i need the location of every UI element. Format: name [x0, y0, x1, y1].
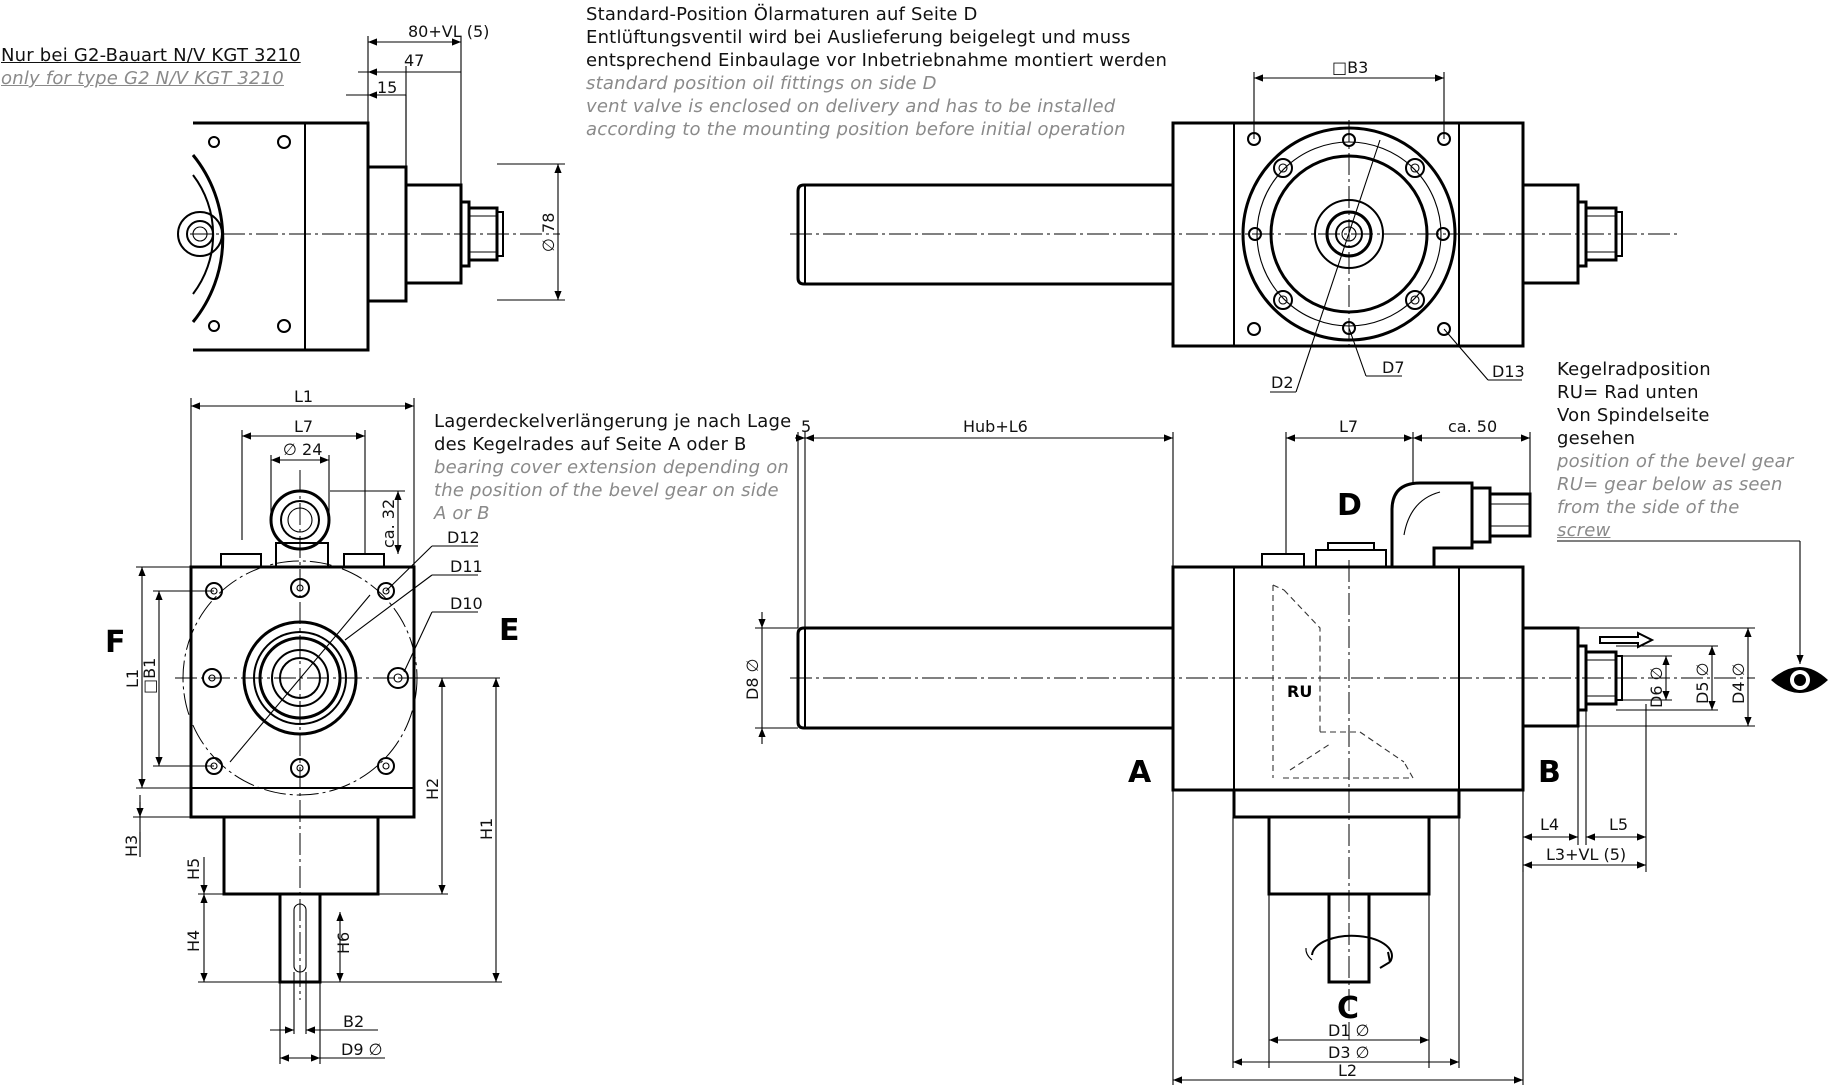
- dim-dia-78: ∅ 78: [539, 213, 558, 252]
- dim-d6: D6 ∅: [1647, 666, 1666, 708]
- side-label-e: E: [499, 613, 520, 648]
- note-gear-de-1: Kegelradposition: [1557, 359, 1711, 380]
- side-label-b: B: [1538, 755, 1561, 790]
- dim-h2: H2: [423, 778, 442, 800]
- dim-d9: D9 ∅: [341, 1040, 383, 1059]
- dim-l7-right: L7: [1339, 417, 1358, 436]
- note-bearing-en-3: A or B: [434, 503, 490, 524]
- dim-h4: H4: [184, 930, 203, 952]
- dim-47: 47: [404, 51, 424, 70]
- note-oil-en-2: vent valve is enclosed on delivery and h…: [586, 96, 1116, 117]
- note-gear-de-3: Von Spindelseite: [1557, 405, 1710, 426]
- dim-h5: H5: [184, 858, 203, 880]
- note-bearing-de-1: Lagerdeckelverlängerung je nach Lage: [434, 411, 792, 432]
- dim-l2: L2: [1338, 1061, 1357, 1080]
- dim-l1-side: L1: [123, 669, 142, 688]
- dim-dia-24: ∅ 24: [283, 440, 322, 459]
- flow-arrow-icon: [1599, 631, 1655, 649]
- note-g2-de: Nur bei G2-Bauart N/V KGT 3210: [1, 45, 301, 66]
- dim-l5: L5: [1609, 815, 1628, 834]
- dim-b2: B2: [343, 1012, 364, 1031]
- dim-hub-l6: Hub+L6: [963, 417, 1028, 436]
- note-g2: Nur bei G2-Bauart N/V KGT 3210 only for …: [1, 44, 301, 90]
- rotation-arrow-icon: [1305, 934, 1393, 969]
- note-bearing-en-1: bearing cover extension depending on: [434, 457, 790, 478]
- dim-ca50: ca. 50: [1448, 417, 1497, 436]
- note-bearing-de-2: des Kegelrades auf Seite A oder B: [434, 434, 747, 455]
- note-oil-fittings: Standard-Position Ölarmaturen auf Seite …: [586, 3, 1167, 141]
- dim-ca32: ca. 32: [379, 499, 398, 548]
- dim-d3: D3 ∅: [1328, 1043, 1370, 1062]
- note-bearing-en-2: the position of the bevel gear on side: [434, 480, 779, 501]
- label-ru: RU: [1287, 682, 1312, 701]
- dim-b1: □B1: [140, 658, 159, 694]
- label-d11: D11: [450, 557, 483, 576]
- view-top-right: □B3 D2 D7 D13: [790, 58, 1680, 393]
- note-oil-en-1: standard position oil fittings on side D: [586, 73, 937, 94]
- dim-h3: H3: [122, 835, 141, 857]
- dim-h1: H1: [477, 818, 496, 840]
- label-d7: D7: [1382, 358, 1405, 377]
- note-gear-de-2: RU= Rad unten: [1557, 382, 1699, 403]
- dim-15: 15: [377, 78, 397, 97]
- note-gear-en-2: RU= gear below as seen: [1557, 474, 1783, 495]
- note-oil-de-1: Standard-Position Ölarmaturen auf Seite …: [586, 4, 978, 25]
- bolt-holes-top-right: [1247, 132, 1451, 336]
- view-bottom-right: RU 5: [743, 417, 1828, 1085]
- dim-l4: L4: [1540, 815, 1559, 834]
- note-gear-en-1: position of the bevel gear: [1557, 451, 1794, 472]
- note-oil-en-3: according to the mounting position befor…: [586, 119, 1126, 140]
- side-label-a: A: [1128, 755, 1152, 790]
- eye-icon: [1771, 667, 1828, 693]
- side-label-c: C: [1337, 991, 1359, 1026]
- note-bearing-cover: Lagerdeckelverlängerung je nach Lage des…: [434, 410, 791, 525]
- side-label-f: F: [105, 625, 126, 660]
- label-d2: D2: [1271, 373, 1294, 392]
- dim-l7-left: L7: [294, 417, 313, 436]
- label-d13: D13: [1492, 362, 1525, 381]
- dim-l1-top: L1: [294, 387, 313, 406]
- note-gear-en-4: screw: [1557, 520, 1611, 541]
- dim-d5: D5 ∅: [1693, 662, 1712, 704]
- dim-b3: □B3: [1332, 58, 1368, 77]
- view-bottom-left: L1 L7 ∅ 24 ca. 32 D12 D11 D10 F E L1 □B1: [105, 387, 520, 1064]
- dim-l3vl: L3+VL (5): [1546, 845, 1626, 864]
- side-label-d: D: [1337, 488, 1362, 523]
- note-oil-de-3: entsprechend Einbaulage vor Inbetriebnah…: [586, 50, 1168, 71]
- note-gear-position: Kegelradposition RU= Rad unten Von Spind…: [1557, 358, 1793, 542]
- label-d10: D10: [450, 594, 483, 613]
- dim-d4: D4 ∅: [1729, 662, 1748, 704]
- dim-5: 5: [801, 417, 811, 436]
- note-g2-en: only for type G2 N/V KGT 3210: [1, 68, 284, 89]
- dim-d1: D1 ∅: [1328, 1021, 1370, 1040]
- note-gear-en-3: from the side of the: [1557, 497, 1740, 518]
- view-top-left: 80+VL (5) 47 15 ∅ 78: [177, 22, 565, 352]
- dim-h6: H6: [334, 932, 353, 954]
- label-d12: D12: [447, 528, 480, 547]
- note-gear-de-4: gesehen: [1557, 428, 1636, 449]
- dim-d8: D8 ∅: [743, 658, 762, 700]
- note-oil-de-2: Entlüftungsventil wird bei Auslieferung …: [586, 27, 1131, 48]
- dim-80vl: 80+VL (5): [408, 22, 489, 41]
